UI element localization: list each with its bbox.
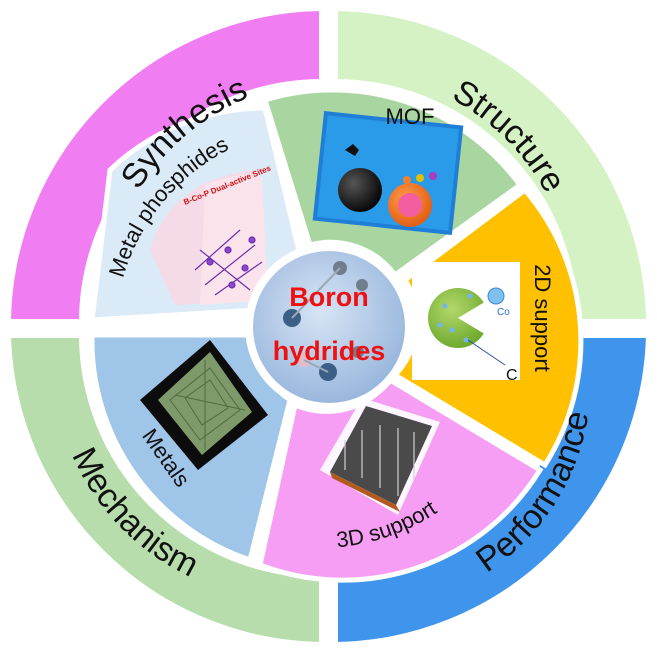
outer-segment-mechanism xyxy=(4,332,325,649)
center-label-line1: Boron xyxy=(289,282,368,312)
2d-support-image: Co C xyxy=(412,262,520,384)
outer-segment-structure xyxy=(332,4,653,325)
center-disc xyxy=(253,251,405,403)
3d-support-image xyxy=(320,398,440,515)
mof-image xyxy=(312,110,464,236)
center-label-line2: hydrides xyxy=(273,336,386,366)
inner-label-mof: MOF xyxy=(386,104,435,129)
support-co-label: Co xyxy=(497,307,510,318)
metals-image xyxy=(140,340,268,470)
support-c-label: C xyxy=(506,367,518,384)
inner-label-2d-support: 2D support xyxy=(530,264,555,372)
molecule-icon xyxy=(283,261,368,381)
